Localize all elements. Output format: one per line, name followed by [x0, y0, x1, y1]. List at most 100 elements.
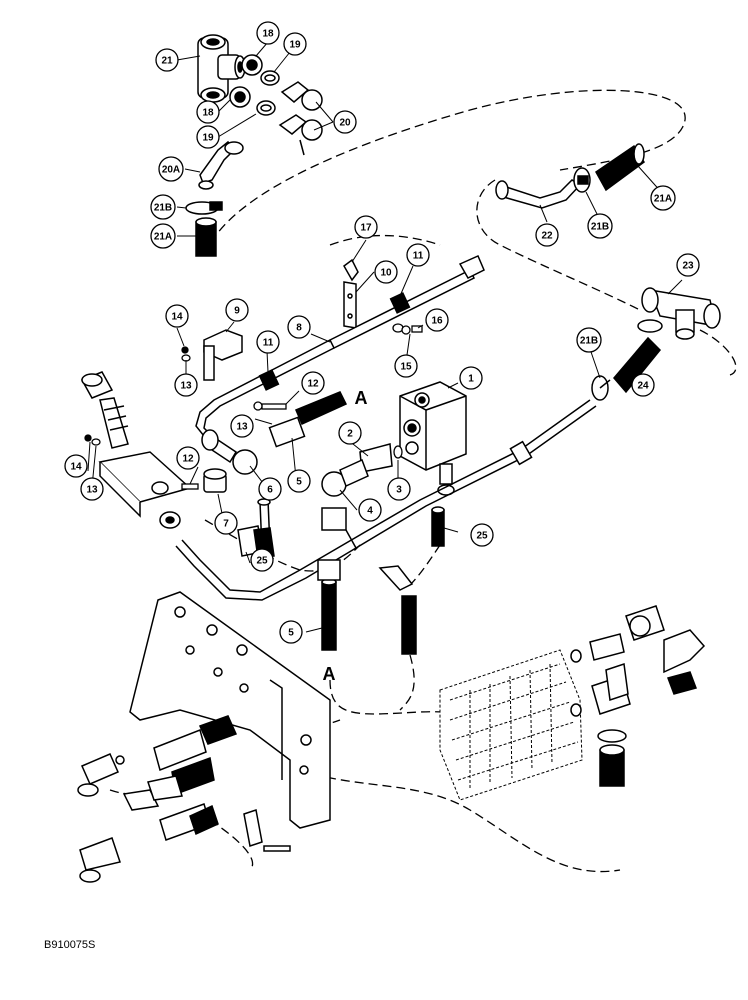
- hose-5-lower: [317, 559, 341, 651]
- frame-plate: [129, 591, 331, 829]
- callout-21a-left: 21A: [150, 223, 176, 249]
- callout-circle: [358, 498, 382, 522]
- callout-circle: [576, 327, 602, 353]
- bolt-12-lower: [181, 483, 199, 490]
- callout-18b: 18: [196, 100, 220, 124]
- nut-18-lower: [229, 86, 251, 108]
- callout-label: 10: [380, 268, 392, 279]
- bolt-12-upper: [253, 401, 287, 411]
- callout-circle: [387, 477, 411, 501]
- callout-11a: 11: [406, 243, 430, 267]
- section-mark-a-bottom: A: [323, 664, 336, 684]
- nut-18-upper: [241, 54, 263, 76]
- callout-circle: [470, 523, 494, 547]
- callout-label: 9: [234, 306, 240, 317]
- fitting-plug: [437, 463, 455, 496]
- callout-20a: 20A: [158, 156, 184, 182]
- callout-14b: 14: [64, 454, 88, 478]
- callout-11b: 11: [256, 330, 280, 354]
- clamp-11-upper: [389, 292, 411, 314]
- elbow-fittings-20: [278, 81, 323, 156]
- callout-label: 1: [468, 374, 474, 385]
- callout-circle: [196, 100, 220, 124]
- callout-19b: 19: [196, 125, 220, 149]
- callout-label: 17: [360, 223, 372, 234]
- callout-label: 5: [296, 477, 302, 488]
- tube-8-lower: [195, 339, 335, 437]
- control-valve-bank: [439, 649, 583, 801]
- callout-5a: 5: [287, 469, 311, 493]
- callout-1: 1: [459, 366, 483, 390]
- callout-label: 11: [263, 338, 274, 349]
- clip-17: [343, 258, 359, 282]
- callout-label: 5: [288, 628, 294, 639]
- hose-clamp-21b-upper: [637, 319, 663, 333]
- fitting-left-stack: [80, 371, 129, 449]
- callout-4: 4: [358, 498, 382, 522]
- callout-label: 21A: [654, 194, 672, 205]
- fittings-right-lower: [570, 605, 706, 743]
- callout-label: 19: [202, 133, 214, 144]
- callout-circle: [165, 304, 189, 328]
- callout-circle: [230, 414, 254, 438]
- ring-19-lower: [256, 100, 276, 116]
- spacers-25-left: [237, 498, 275, 559]
- callout-circle: [225, 298, 249, 322]
- hose-21b-mid: [591, 375, 611, 401]
- callout-circle: [650, 185, 676, 211]
- callout-circle: [176, 446, 200, 470]
- tee-fitting-21: [197, 34, 246, 103]
- callout-label: 12: [182, 454, 194, 465]
- hose-elbow-lower: [378, 565, 417, 655]
- o-ring-3: [393, 445, 403, 459]
- callout-17: 17: [354, 215, 378, 239]
- section-mark-a-top: A: [355, 388, 368, 408]
- callout-circle: [256, 21, 280, 45]
- hose-24: [613, 336, 662, 394]
- callout-label: 20A: [162, 165, 180, 176]
- washers-14-13-upper: [181, 346, 191, 362]
- pipe-22: [495, 179, 582, 209]
- callout-label: 14: [171, 312, 183, 323]
- callout-label: 6: [267, 485, 273, 496]
- callout-12a: 12: [301, 371, 325, 395]
- callout-circle: [587, 213, 613, 239]
- callout-label: 21B: [154, 203, 172, 214]
- callout-circle: [354, 215, 378, 239]
- callout-circle: [279, 620, 303, 644]
- spacer-25-right: [431, 506, 445, 547]
- clip-bolt-lower: [243, 809, 291, 852]
- ring-19-upper: [260, 70, 280, 86]
- callout-circle: [676, 253, 700, 277]
- callout-label: 20: [339, 118, 351, 129]
- callout-2: 2: [338, 421, 362, 445]
- bracket-10: [343, 281, 357, 329]
- hose-5-upper: [268, 391, 348, 448]
- callout-13b: 13: [230, 414, 254, 438]
- callout-label: 13: [180, 381, 192, 392]
- callout-label: 25: [256, 556, 268, 567]
- callout-circle: [425, 308, 449, 332]
- hose-right-lower: [599, 744, 625, 787]
- elbow-6: [201, 429, 258, 475]
- callout-circle: [338, 421, 362, 445]
- callout-circle: [150, 223, 176, 249]
- drawing-code: B910075S: [44, 939, 95, 951]
- callout-label: 16: [431, 316, 443, 327]
- callout-circle: [80, 477, 104, 501]
- callout-label: 22: [541, 231, 553, 242]
- callout-circle: [250, 548, 274, 572]
- clamp-11-lower: [258, 369, 280, 391]
- callout-circle: [283, 32, 307, 56]
- callout-circle: [301, 371, 325, 395]
- callout-circle: [196, 125, 220, 149]
- callout-circle: [158, 156, 184, 182]
- main-tube: [175, 399, 597, 601]
- callout-13a: 13: [174, 373, 198, 397]
- callout-label: 21: [161, 56, 173, 67]
- callout-circle: [64, 454, 88, 478]
- callout-5b: 5: [279, 620, 303, 644]
- callout-label: 13: [86, 485, 98, 496]
